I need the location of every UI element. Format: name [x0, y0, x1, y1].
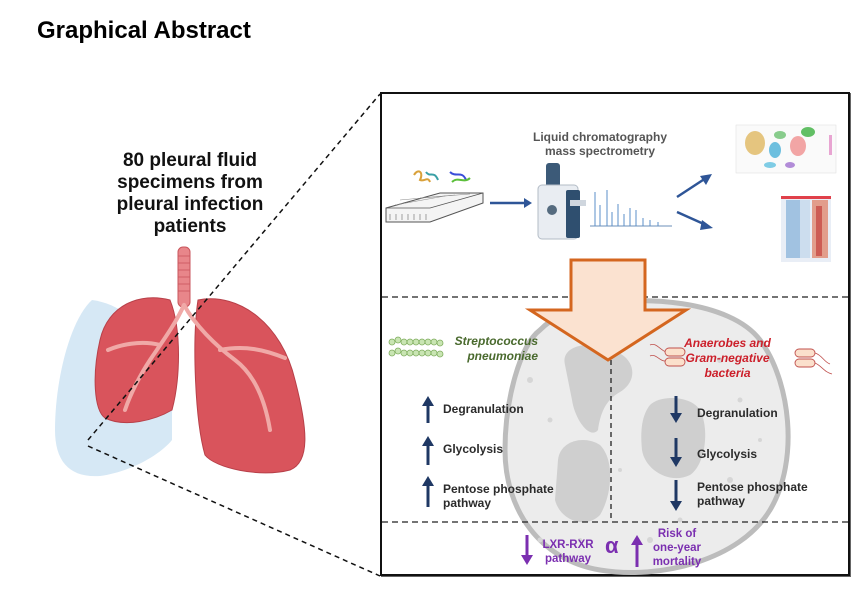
lungs-icon: [55, 246, 306, 477]
up-arrow-icons: [422, 396, 434, 507]
page-title: Graphical Abstract: [37, 17, 251, 44]
mortality-risk-label-line3: mortality: [652, 556, 702, 568]
lcms-label: Liquid chromatography mass spectrometry: [520, 130, 680, 158]
big-down-arrow: [524, 258, 692, 362]
callout-line-top: [87, 93, 381, 441]
lcms-label-line2: mass spectrometry: [544, 144, 656, 158]
streptococcus-icon: [388, 336, 444, 358]
left-pathway-pentose-phosphate: Pentose phosphate pathway: [443, 482, 554, 510]
lxr-rxr-label: LXR-RXR pathway: [538, 538, 598, 566]
lung-right: [194, 298, 306, 474]
workflow-arrow-down: [676, 210, 707, 227]
nucleus-lobe-right: [641, 398, 706, 479]
neutrophil-cell-icon: [502, 298, 791, 575]
nucleus-lobe-top: [564, 345, 633, 433]
lxr-rxr-label-line1: LXR-RXR: [542, 539, 594, 551]
protein-structures-icon: [413, 170, 471, 183]
anaerobes-label-line1: Anaerobes and: [684, 336, 771, 350]
down-arrow-icons: [670, 396, 682, 511]
left-pathway-glycolysis: Glycolysis: [443, 442, 504, 456]
mortality-up-arrow-icon: [631, 535, 643, 567]
anaerobes-label: Anaerobes and Gram-negative bacteria: [680, 336, 775, 381]
mass-spectrum-icon: [590, 190, 672, 227]
umap-plot-icon: [735, 124, 837, 174]
mortality-risk-label: Risk of one-year mortality: [646, 527, 708, 569]
left-pathway-degranulation: Degranulation: [443, 402, 524, 416]
correlation-symbol: α: [605, 533, 619, 558]
mass-spectrometer-icon: [537, 163, 586, 240]
well-plate-icon: [385, 192, 484, 223]
mortality-risk-label-line2: one-year: [653, 542, 701, 554]
gram-negative-bacteria-icon-right: [794, 348, 833, 375]
gram-negative-bacteria-icon-left: [649, 343, 686, 367]
lcms-label-line1: Liquid chromatography: [532, 130, 667, 144]
right-pathway-glycolysis: Glycolysis: [697, 447, 758, 461]
right-pathway-pentose-phosphate: Pentose phosphate pathway: [697, 480, 808, 508]
lung-left: [94, 297, 179, 424]
mortality-risk-label-line1: Risk of: [657, 528, 697, 540]
specimen-label: 80 pleural fluid specimens from pleural …: [116, 150, 264, 237]
nucleus-lobe-bottom: [555, 440, 611, 523]
anaerobes-label-line3: bacteria: [704, 366, 751, 380]
anaerobes-label-line2: Gram-negative: [685, 351, 770, 365]
streptococcus-label-line2: pneumoniae: [467, 349, 538, 363]
streptococcus-label: Streptococcus pneumoniae: [446, 334, 538, 364]
lxr-rxr-label-line2: pathway: [544, 553, 591, 565]
right-pathway-degranulation: Degranulation: [697, 406, 778, 420]
lxr-down-arrow-icon: [521, 535, 533, 565]
streptococcus-label-line1: Streptococcus: [454, 334, 538, 348]
workflow-arrow-up: [676, 176, 707, 199]
heatmap-icon: [781, 196, 831, 262]
